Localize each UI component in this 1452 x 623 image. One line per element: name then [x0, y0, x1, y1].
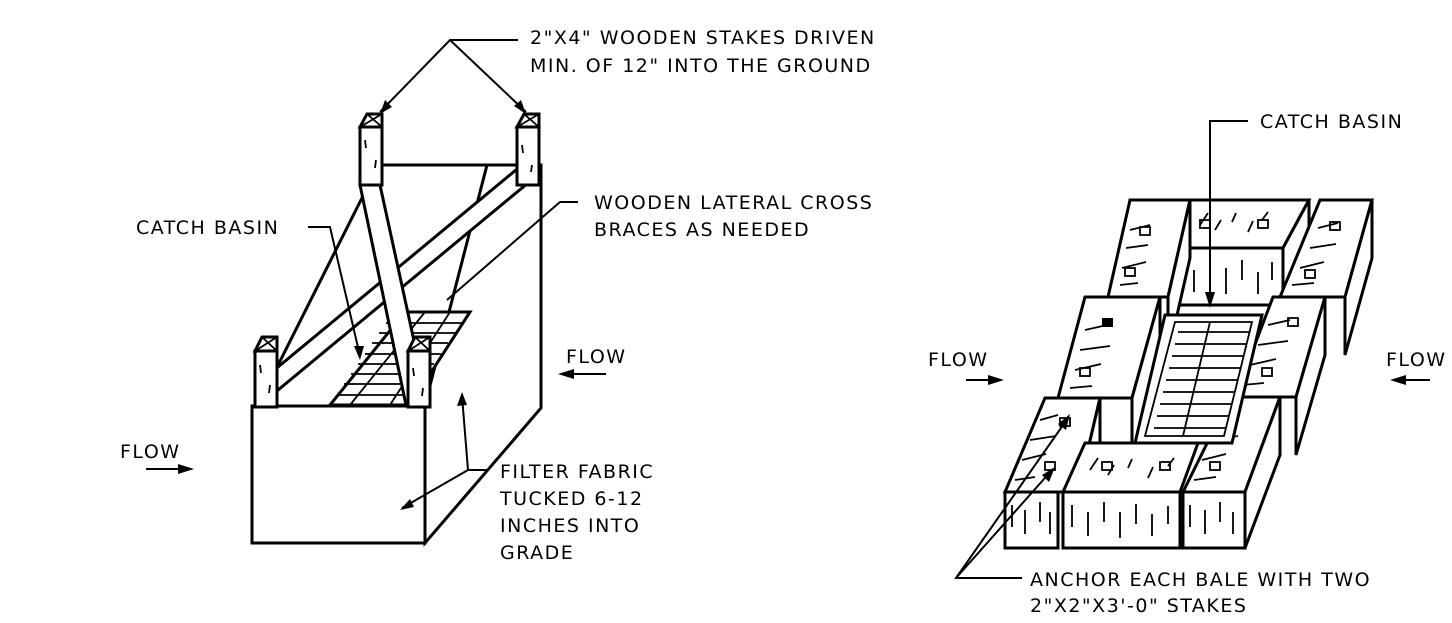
- cross-brace-note-line-1: WOODEN LATERAL CROSS: [594, 192, 873, 214]
- flow-arrow-left: [966, 375, 1004, 385]
- filter-fabric-note-line-4: GRADE: [500, 542, 574, 564]
- flow-arrow-right: [1390, 375, 1430, 385]
- anchor-note-line-1: ANCHOR EACH BALE WITH TWO: [1030, 569, 1371, 591]
- straw-bale-bottom: [1060, 441, 1201, 550]
- catch-basin-label-right: CATCH BASIN: [1260, 111, 1403, 133]
- bale-stake-solid: [1102, 318, 1113, 327]
- wooden-stake-back-right: [514, 112, 541, 187]
- anchor-note-line-2: 2"X2"X3'-0" STAKES: [1030, 595, 1247, 617]
- fence-front-panel: [250, 404, 427, 545]
- catch-basin-leader: [308, 226, 361, 357]
- straw-bale-right-1: [1277, 198, 1374, 356]
- straw-bale-inlet-protection: [954, 120, 1430, 579]
- wooden-stake-back-left: [357, 112, 384, 187]
- stakes-note-line-1: 2"X4" WOODEN STAKES DRIVEN: [530, 27, 876, 49]
- filter-fabric-note-line-3: INCHES INTO: [500, 515, 640, 537]
- flow-label-lower: FLOW: [120, 441, 181, 463]
- flow-arrow-upper: [558, 369, 606, 379]
- straw-bale-right-2: [1232, 295, 1327, 456]
- flow-label-left: FLOW: [928, 349, 989, 371]
- flow-arrow-lower: [146, 464, 194, 474]
- stakes-note-line-2: MIN. OF 12" INTO THE GROUND: [530, 55, 872, 77]
- catch-basin-leader-right: [1209, 120, 1248, 302]
- flow-label-upper: FLOW: [566, 346, 627, 368]
- filter-fabric-inlet-protection: [146, 39, 606, 548]
- cross-brace-note-line-2: BRACES AS NEEDED: [594, 219, 810, 241]
- catch-basin-grate-right: [1133, 313, 1264, 445]
- cross-brace-note-leader: [446, 201, 578, 301]
- flow-label-right: FLOW: [1386, 349, 1447, 371]
- anchor-note-leader: [954, 417, 1069, 579]
- catch-basin-label-left: CATCH BASIN: [136, 217, 279, 239]
- wooden-stake-front-left: [252, 335, 279, 409]
- filter-fabric-note-line-2: TUCKED 6-12: [499, 488, 644, 510]
- wooden-stake-front-right: [405, 335, 432, 409]
- straw-bale-left-2: [1056, 295, 1162, 456]
- stakes-note-leader: [379, 39, 527, 113]
- filter-fabric-note-line-1: FILTER FABRIC: [500, 461, 654, 483]
- filter-fabric-leader: [401, 395, 488, 509]
